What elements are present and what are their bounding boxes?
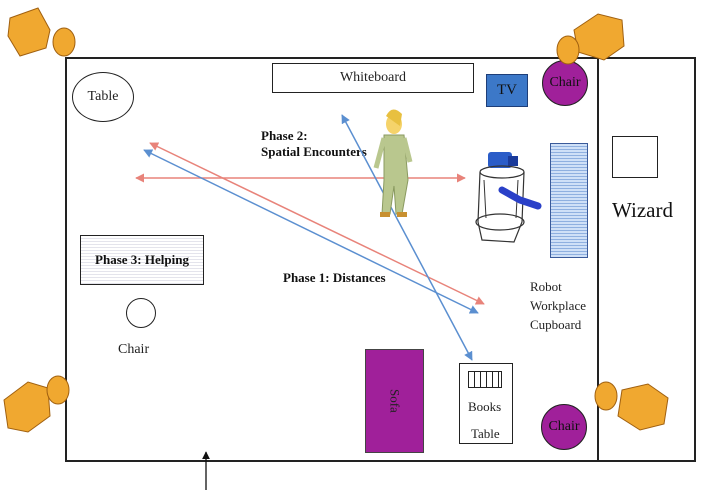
robot-workplace-label: Robot Workplace Cupboard <box>530 277 586 334</box>
books-table-label: Table <box>471 426 500 441</box>
camera-icon <box>3 375 70 433</box>
books-icon <box>468 371 502 388</box>
camera-icon <box>594 381 669 431</box>
books-label: Books <box>468 399 502 414</box>
tv-label: TV <box>497 82 517 98</box>
table-label: Table <box>87 89 119 104</box>
robot-workplace-line3: Cupboard <box>530 317 582 332</box>
diagonal-arrow-blue <box>341 114 473 361</box>
wizard-label: Wizard <box>612 198 673 222</box>
wizard-room-divider <box>597 57 599 462</box>
wizard-monitor <box>612 136 658 178</box>
chair-label: Chair <box>549 75 581 90</box>
robot-workplace-cupboard <box>550 143 588 258</box>
room-outline <box>65 57 696 462</box>
person-figure <box>373 109 413 217</box>
robot-workplace-line1: Robot <box>530 279 562 294</box>
books-table: Books Table <box>459 363 513 444</box>
chair-left-label: Chair <box>118 342 150 357</box>
chair-top-right: Chair <box>542 60 588 106</box>
phase1-arrow-blue <box>143 149 479 314</box>
sofa-label: Sofa <box>387 389 403 413</box>
phase2-line1: Phase 2: <box>261 128 308 143</box>
camera-icon <box>7 7 76 57</box>
robot-workplace-line2: Workplace <box>530 298 586 313</box>
whiteboard: Whiteboard <box>272 63 474 93</box>
table-top-left: Table <box>72 72 134 122</box>
whiteboard-label: Whiteboard <box>339 70 407 85</box>
chair-bottom-right: Chair <box>541 404 587 450</box>
tv: TV <box>486 74 528 107</box>
robot-figure <box>475 152 542 243</box>
camera-icon <box>556 13 625 65</box>
phase1-arrow-red <box>149 142 485 305</box>
chair-label: Chair <box>548 419 580 434</box>
sofa: Sofa <box>365 349 424 453</box>
